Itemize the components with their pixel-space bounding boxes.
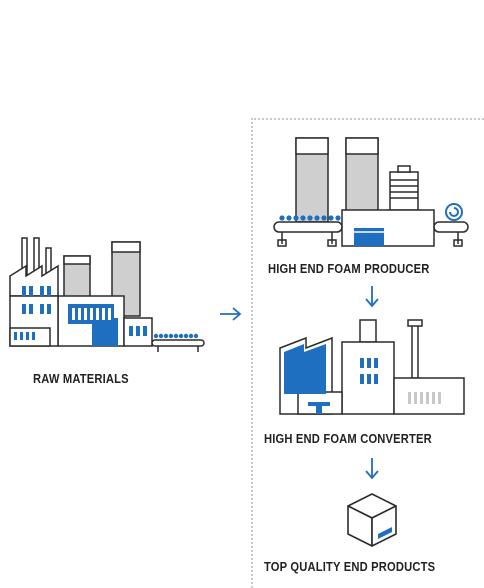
section-divider-top bbox=[251, 118, 484, 120]
raw-materials-label: RAW MATERIALS bbox=[33, 371, 129, 386]
foam-converter-factory-icon bbox=[279, 319, 465, 415]
arrow-down-icon bbox=[365, 286, 379, 308]
foam-converter-label: HIGH END FOAM CONVERTER bbox=[264, 431, 432, 446]
foam-producer-plant-icon bbox=[273, 137, 469, 247]
section-divider bbox=[251, 118, 253, 588]
foam-producer-label: HIGH END FOAM PRODUCER bbox=[268, 261, 430, 276]
raw-materials-factory-icon bbox=[9, 237, 205, 352]
arrow-right-icon bbox=[220, 307, 242, 321]
end-products-label: TOP QUALITY END PRODUCTS bbox=[264, 559, 436, 574]
arrow-down-icon bbox=[365, 458, 379, 480]
box-package-icon bbox=[347, 493, 397, 547]
